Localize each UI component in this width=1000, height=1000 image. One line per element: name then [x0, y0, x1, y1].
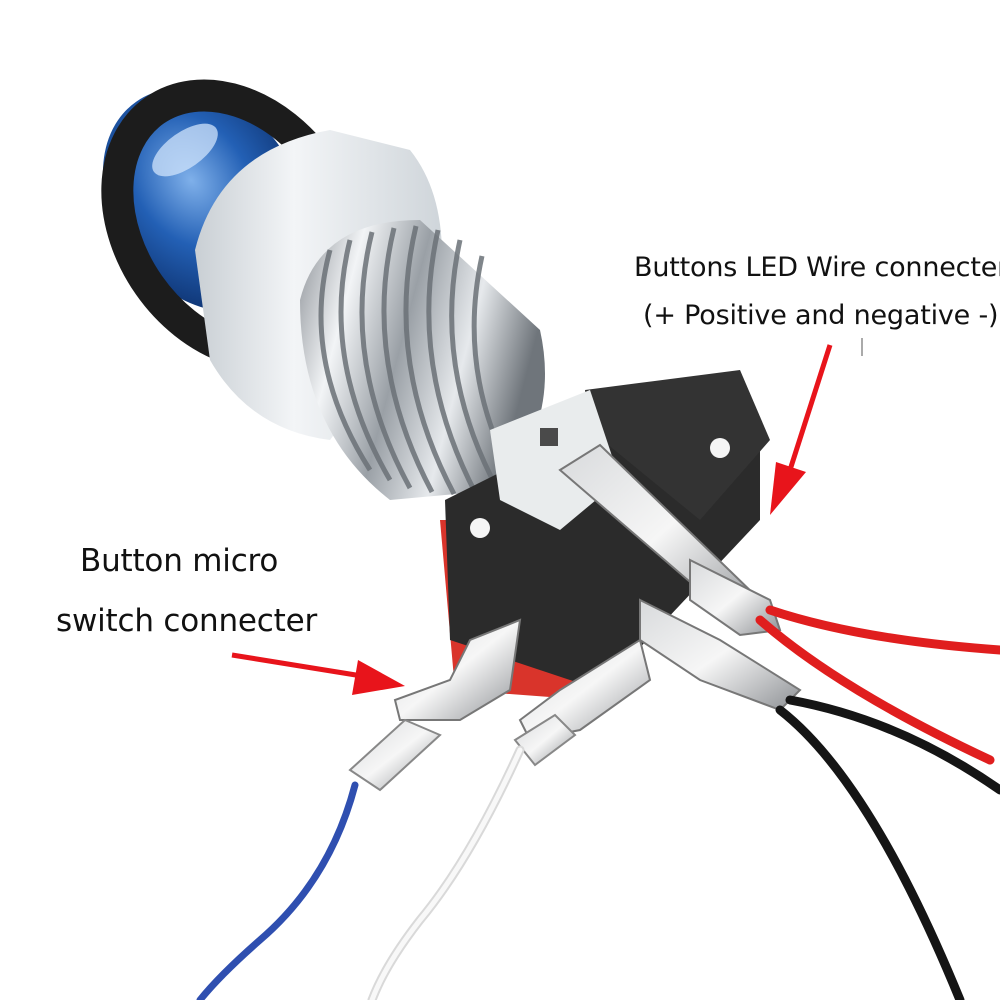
- white-wire: [367, 745, 525, 1000]
- led-connector-label-line1: Buttons LED Wire connecter: [634, 252, 1000, 283]
- wires: [196, 605, 1000, 1000]
- led-terminal: [558, 443, 802, 712]
- micro-switch-label-line2: switch connecter: [56, 603, 318, 639]
- micro-switch-label-line1: Button micro: [80, 543, 279, 579]
- switch-arrow: [231, 652, 405, 695]
- blue-wire: [196, 781, 359, 1000]
- black-wire: [785, 695, 1000, 795]
- led-connector-label-line2: (+ Positive and negative -): [643, 300, 999, 331]
- led-arrow: [770, 338, 863, 515]
- switch-terminal: [348, 618, 652, 792]
- threaded-barrel: [300, 220, 545, 500]
- red-wire: [765, 605, 1000, 655]
- red-wire: [755, 615, 995, 765]
- black-wire: [775, 705, 965, 1000]
